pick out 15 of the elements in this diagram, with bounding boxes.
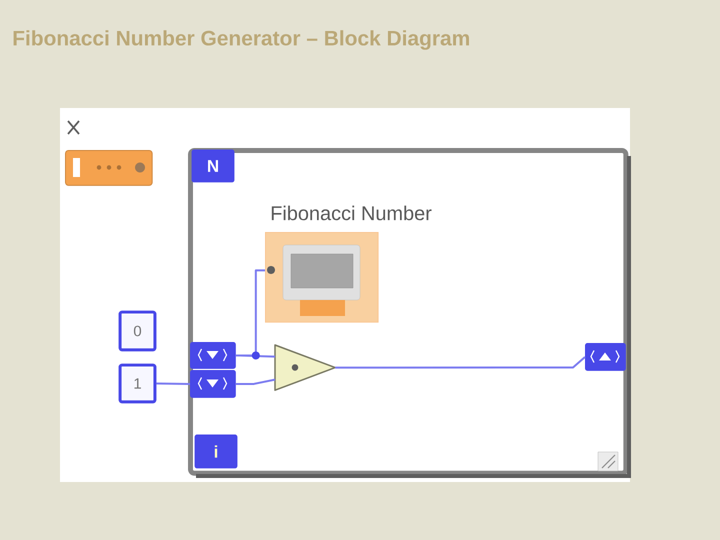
shift-register (190, 342, 236, 369)
indicator-label: Fibonacci Number (272, 206, 432, 220)
wire (156, 382, 190, 385)
iteration-terminal: i (194, 434, 238, 468)
wire (335, 356, 586, 369)
shift-register (585, 343, 626, 371)
numeric-constant: 1 (118, 364, 156, 404)
title: Fibonacci Number Generator – Block Diagram (14, 30, 469, 50)
shift-register (190, 370, 236, 398)
count-terminal: N (192, 150, 234, 182)
wire (236, 269, 265, 356)
wire (236, 378, 276, 385)
numeric-constant: 0 (118, 310, 156, 352)
add-function (274, 344, 336, 391)
control-terminal (65, 150, 153, 186)
